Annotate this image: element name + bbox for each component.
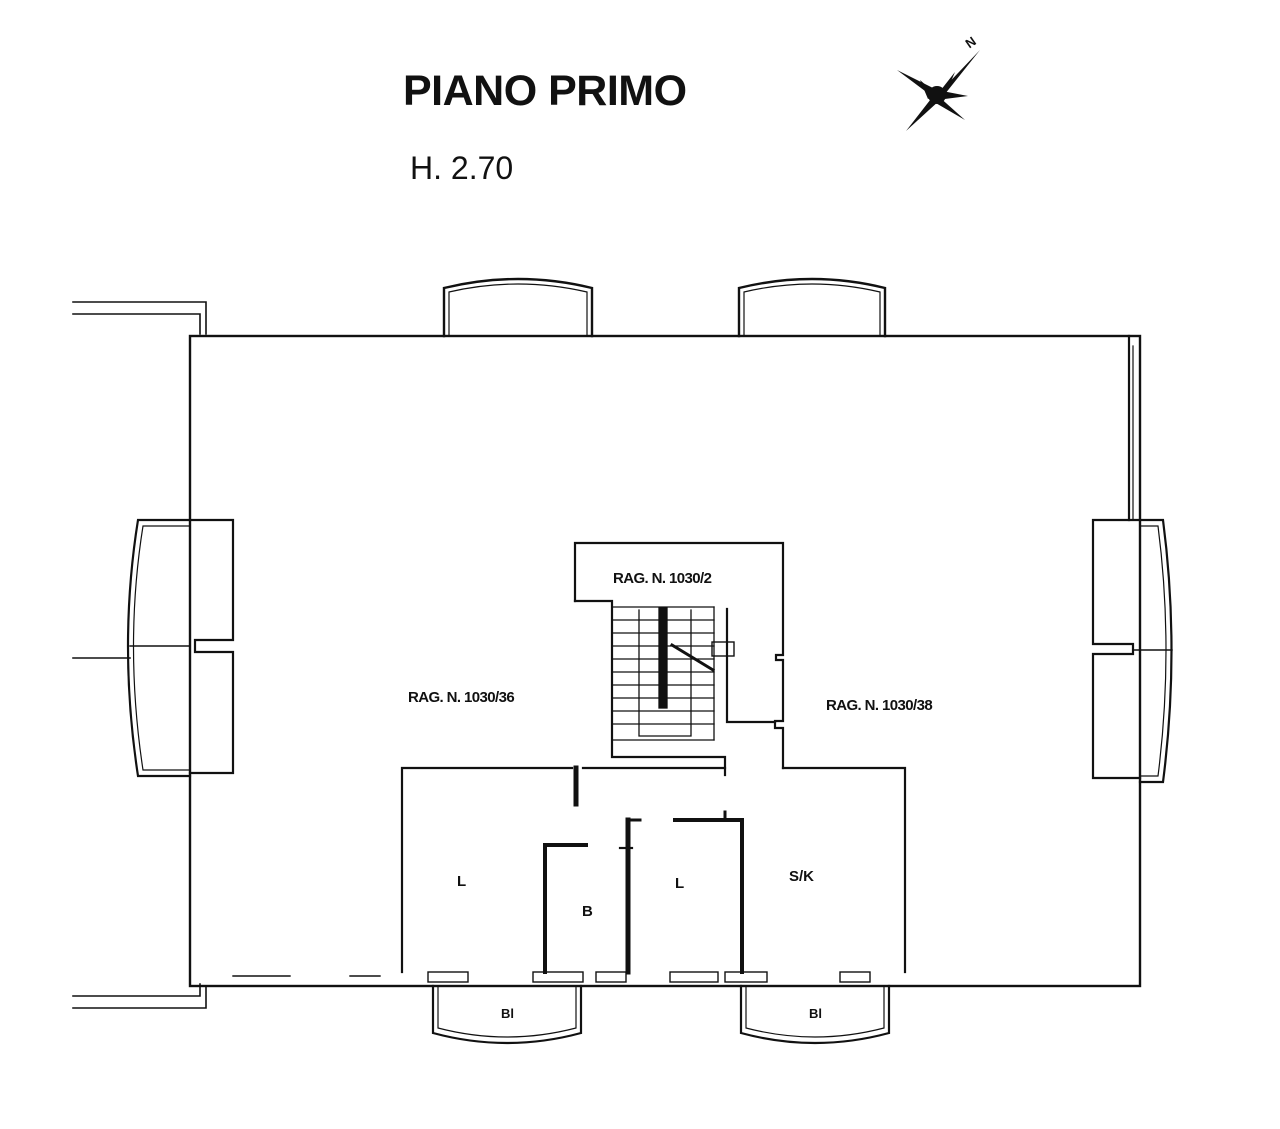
terrace-left [72, 301, 207, 1009]
floor-height-label: H. 2.70 [410, 150, 514, 186]
balcony-bottom-left [431, 984, 583, 1045]
bottom-windows [232, 971, 871, 983]
room-label-balcony-left: Bl [501, 1006, 514, 1021]
room-label-balcony-right: Bl [809, 1006, 822, 1021]
room-label-bath: B [582, 903, 593, 920]
room-label-kitchen: S/K [789, 868, 815, 885]
north-arrow-star-icon [897, 50, 980, 131]
room-label-left: L [457, 873, 467, 890]
bay-window-left [126, 518, 235, 778]
building-outline [188, 334, 1142, 988]
interior-walls [400, 765, 907, 975]
page-title: PIANO PRIMO [403, 67, 687, 115]
bay-window-top-left [442, 277, 594, 338]
stair-core [573, 541, 785, 777]
unit-label-east: RAG. N. 1030/38 [826, 697, 933, 714]
bay-window-top-right [737, 277, 887, 338]
bay-window-right [1091, 518, 1173, 784]
room-label-center: L [675, 875, 685, 892]
unit-label-west: RAG. N. 1030/36 [408, 689, 515, 706]
balcony-bottom-right [739, 984, 891, 1045]
unit-label-stair: RAG. N. 1030/2 [613, 570, 712, 587]
stair-steps [611, 606, 716, 741]
